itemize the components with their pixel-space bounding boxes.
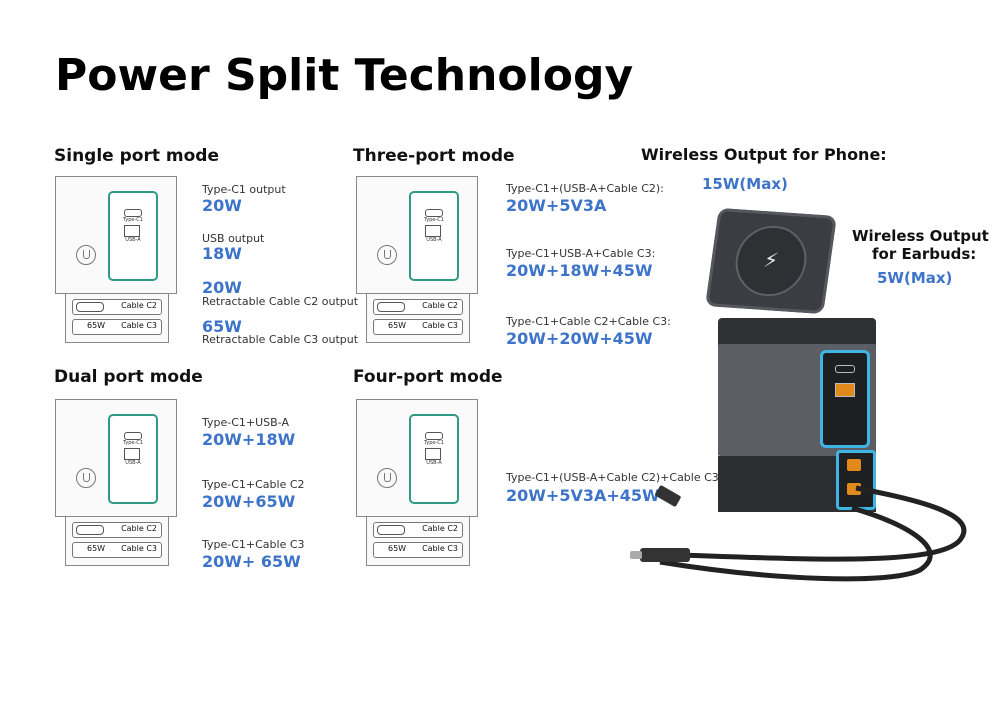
- spec-label: Type-C1+Cable C2: [202, 478, 305, 491]
- spec-value: 20W+65W: [202, 492, 296, 511]
- spec-value: 20W: [202, 278, 242, 297]
- usb-a-port-icon: [425, 448, 441, 460]
- port-panel: Type-C1 USB-A: [108, 191, 158, 281]
- cable-c3-icon: 65W Cable C3: [72, 319, 162, 335]
- single-mode-diagram: Type-C1 USB-A Cable C2 65W Cable C3: [55, 176, 177, 343]
- port-a-label: USB-A: [125, 460, 141, 466]
- retractable-cables-icon: [630, 485, 967, 582]
- power-button-icon: [377, 245, 397, 265]
- usb-a-port-icon: [124, 448, 140, 460]
- spec-value: 20W+20W+45W: [506, 329, 653, 348]
- cable-c3-label: Cable C3: [422, 544, 458, 553]
- wireless-earbuds-title: Wireless Output: [852, 227, 989, 245]
- cable-c3-icon: 65W Cable C3: [373, 542, 463, 558]
- w65-label: 65W: [388, 544, 407, 553]
- spec-value: 20W+18W+45W: [506, 261, 653, 280]
- spec-label: Type-C1+Cable C2+Cable C3:: [506, 315, 671, 328]
- spec-value: 20W: [202, 196, 242, 215]
- wireless-pad: ⚡: [705, 207, 837, 315]
- dual-mode-diagram: Type-C1 USB-A Cable C2 65W Cable C3: [55, 399, 177, 566]
- wireless-earbuds-value: 5W(Max): [877, 269, 953, 287]
- cable-c3-label: Cable C3: [422, 321, 458, 330]
- port-panel: Type-C1 USB-A: [409, 191, 459, 281]
- power-button-icon: [377, 468, 397, 488]
- four-mode-title: Four-port mode: [353, 367, 503, 387]
- spec-value: 20W+5V3A: [506, 196, 607, 215]
- spec-label: Type-C1+USB-A: [202, 416, 289, 429]
- spec-label: Type-C1+Cable C3: [202, 538, 305, 551]
- four-mode-diagram: Type-C1 USB-A Cable C2 65W Cable C3: [356, 399, 478, 566]
- three-mode-diagram: Type-C1 USB-A Cable C2 65W Cable C3: [356, 176, 478, 343]
- port-c-label: Type-C1: [424, 440, 444, 446]
- cable-c3-icon: 65W Cable C3: [373, 319, 463, 335]
- spec-label: Retractable Cable C2 output: [202, 295, 359, 308]
- power-button-icon: [76, 468, 96, 488]
- spec-label: Type-C1+(USB-A+Cable C2):: [506, 182, 664, 195]
- port-a-label: USB-A: [426, 237, 442, 243]
- spec-value: 20W+ 65W: [202, 552, 301, 571]
- cable-slot-icon: [847, 459, 861, 471]
- w65-label: 65W: [87, 321, 106, 330]
- wireless-earbuds-title-2: for Earbuds:: [872, 245, 977, 263]
- cable-c2-label: Cable C2: [422, 301, 458, 310]
- spec-value: 65W: [202, 317, 242, 336]
- cable-c3-icon: 65W Cable C3: [72, 542, 162, 558]
- type-c-port-icon: [124, 209, 142, 217]
- port-a-label: USB-A: [125, 237, 141, 243]
- w65-label: 65W: [87, 544, 106, 553]
- usb-a-port-icon: [425, 225, 441, 237]
- cable-c2-label: Cable C2: [422, 524, 458, 533]
- power-button-icon: [76, 245, 96, 265]
- cable-c2-icon: Cable C2: [373, 522, 463, 538]
- port-c-label: Type-C1: [123, 217, 143, 223]
- port-c-label: Type-C1: [424, 217, 444, 223]
- port-a-label: USB-A: [426, 460, 442, 466]
- spec-label: USB output: [202, 232, 265, 245]
- spec-value: 18W: [202, 244, 242, 263]
- wireless-phone-value: 15W(Max): [702, 175, 788, 193]
- wireless-phone-title: Wireless Output for Phone:: [641, 145, 887, 164]
- type-c-port-icon: [835, 365, 855, 373]
- spec-label: Retractable Cable C3 output: [202, 333, 359, 346]
- cable-c2-icon: Cable C2: [373, 299, 463, 315]
- w65-label: 65W: [388, 321, 407, 330]
- three-mode-title: Three-port mode: [353, 146, 515, 166]
- cable-c2-icon: Cable C2: [72, 522, 162, 538]
- spec-label: Type-C1 output: [202, 183, 286, 196]
- spec-label: Type-C1+(USB-A+Cable C2)+Cable C3: [506, 471, 719, 484]
- charger-port-panel: [820, 350, 870, 448]
- cable-c2-label: Cable C2: [121, 301, 157, 310]
- cable-c2-icon: Cable C2: [72, 299, 162, 315]
- usb-a-port-icon: [835, 383, 855, 397]
- type-c-port-icon: [124, 432, 142, 440]
- spec-value: 20W+18W: [202, 430, 296, 449]
- port-panel: Type-C1 USB-A: [108, 414, 158, 504]
- spec-label: Type-C1+USB-A+Cable C3:: [506, 247, 656, 260]
- cable-c3-label: Cable C3: [121, 544, 157, 553]
- cable-c3-label: Cable C3: [121, 321, 157, 330]
- port-panel: Type-C1 USB-A: [409, 414, 459, 504]
- retractable-cable-panel: [836, 450, 876, 510]
- usb-a-port-icon: [124, 225, 140, 237]
- single-mode-title: Single port mode: [54, 146, 219, 166]
- type-c-port-icon: [425, 432, 443, 440]
- spec-value: 20W+5V3A+45W: [506, 486, 660, 505]
- charger-top: [718, 318, 876, 346]
- page-title: Power Split Technology: [55, 50, 634, 101]
- port-c-label: Type-C1: [123, 440, 143, 446]
- cable-c2-label: Cable C2: [121, 524, 157, 533]
- type-c-port-icon: [425, 209, 443, 217]
- dual-mode-title: Dual port mode: [54, 367, 203, 387]
